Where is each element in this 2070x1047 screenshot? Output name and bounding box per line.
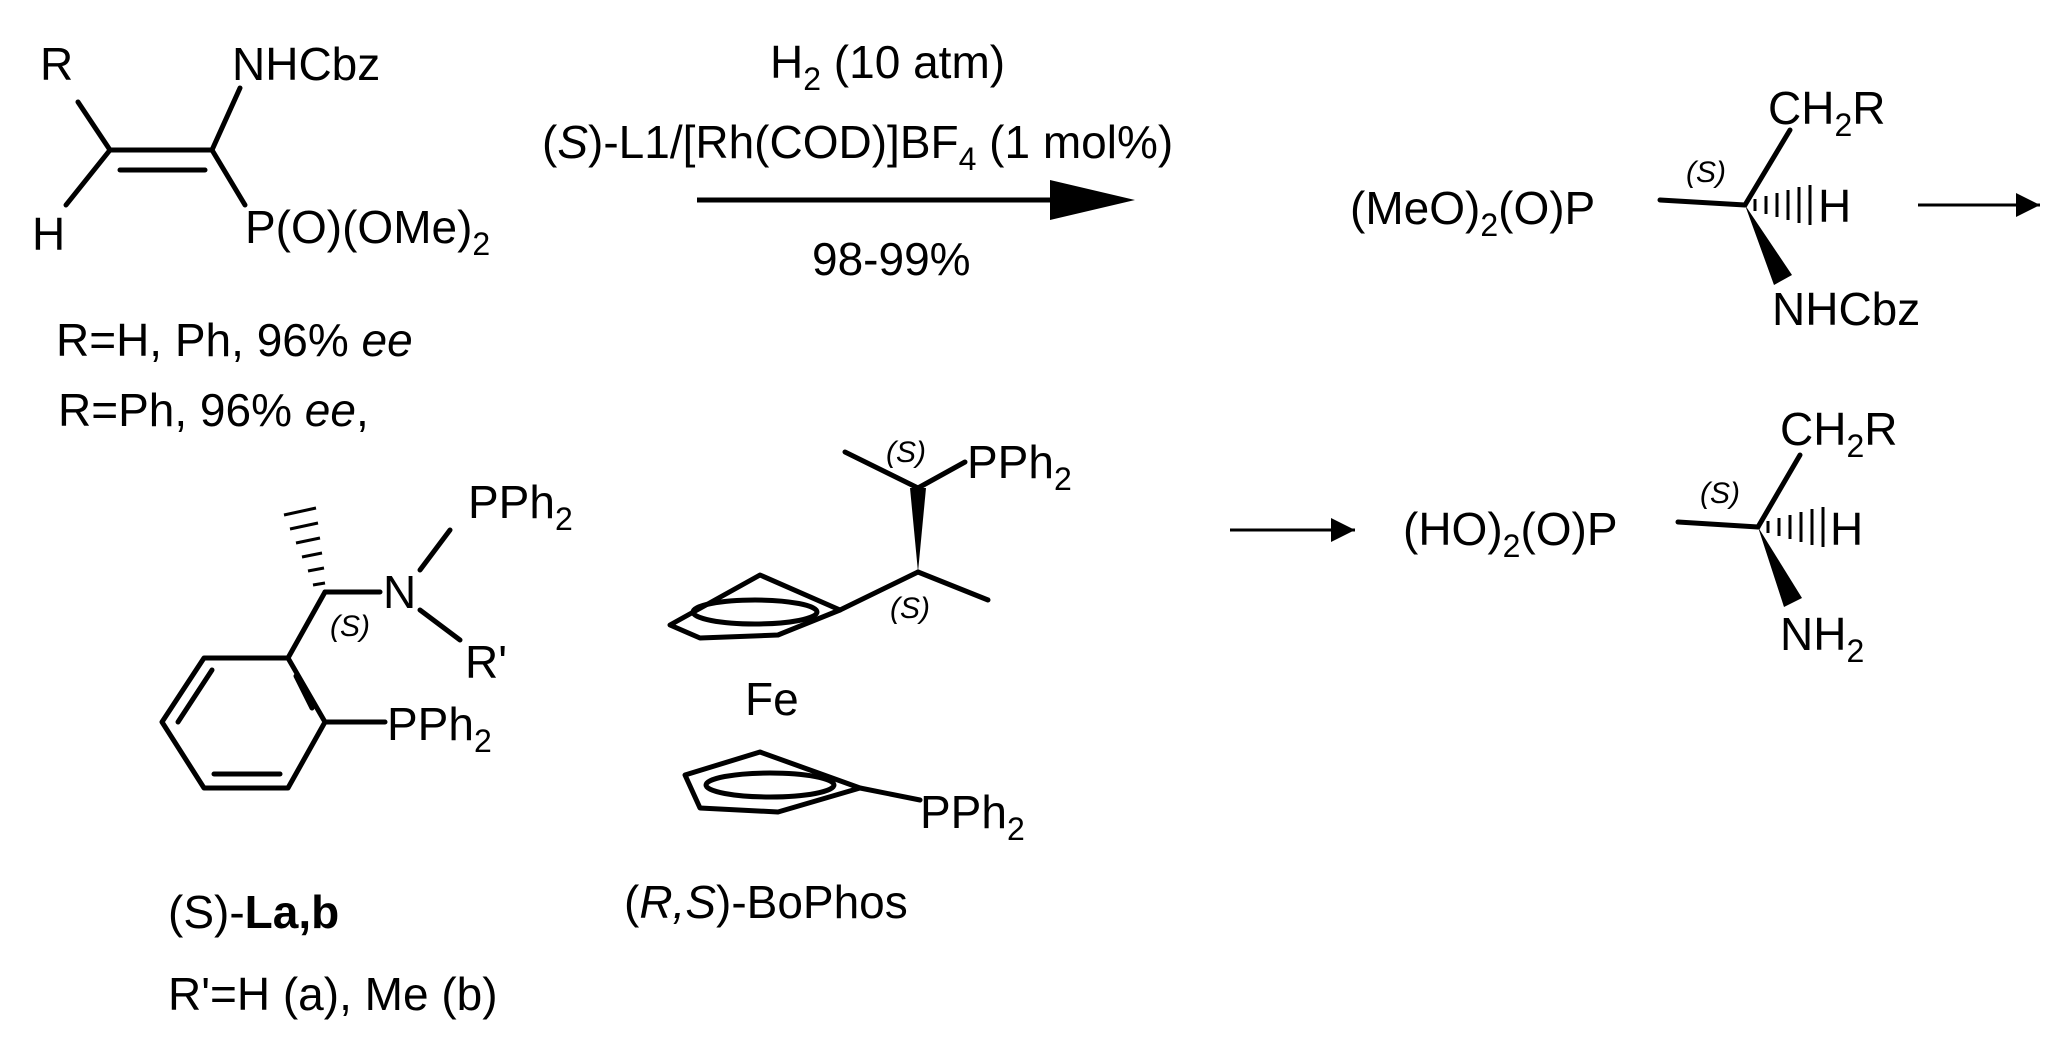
product2-stereo-label: (S)	[1700, 477, 1740, 510]
la-pph2-ring-label: PPh2	[387, 698, 492, 759]
product2-nh2-label: NH2	[1780, 608, 1864, 669]
product2-phosphonic-label: (HO)2(O)P	[1403, 503, 1618, 564]
catalyst-label: (S)-L1/[Rh(COD)]BF4 (1 mol%)	[542, 116, 1173, 177]
la-n-label: N	[383, 566, 416, 618]
la-name-label: (S)-La,b	[168, 886, 339, 938]
product2-ch2r-label: CH2R	[1780, 403, 1897, 464]
bophos-name-label: (R,S)-BoPhos	[624, 876, 908, 928]
substrate-r-label: R	[40, 38, 73, 90]
lower-cp-aromatic	[703, 770, 837, 800]
product1-phosphonate-label: (MeO)2(O)P	[1350, 182, 1595, 243]
ligand-la-structure: PPh2 N R' (S) PPh2 (S)-La,b R'=H (a), Me…	[159, 476, 573, 1020]
product2-h-label: H	[1830, 503, 1863, 555]
product1-ch2r-label: CH2R	[1768, 82, 1885, 143]
la-hashed-methyl	[283, 506, 326, 587]
product-1-structure: (MeO)2(O)P (S) CH2R H NHCbz	[1350, 82, 1920, 335]
product2-wedge-bond	[1758, 527, 1802, 607]
product1-h-label: H	[1818, 180, 1851, 232]
bophos-stereo-low: (S)	[890, 592, 930, 625]
lower-cp-ring	[682, 749, 863, 815]
reaction-conditions: H2 (10 atm) (S)-L1/[Rh(COD)]BF4 (1 mol%)…	[542, 36, 1173, 285]
yield-label: 98-99%	[812, 233, 971, 285]
substrate-structure: R H NHCbz P(O)(OMe)2 R=H, Ph, 96% ee R=P…	[32, 38, 490, 436]
fe-label: Fe	[745, 673, 799, 725]
product1-nhcbz-label: NHCbz	[1772, 283, 1920, 335]
bophos-pph2-top-label: PPh2	[967, 436, 1072, 497]
substrate-h-label: H	[32, 208, 65, 260]
upper-cp-aromatic	[690, 597, 820, 627]
bophos-pph2-cp-label: PPh2	[920, 786, 1025, 847]
product1-wedge-bond	[1745, 205, 1792, 285]
substrate-caption-1: R=H, Ph, 96% ee	[56, 314, 413, 366]
upper-cp-ring	[667, 572, 843, 641]
product-2-structure: (HO)2(O)P (S) CH2R H NH2	[1403, 403, 1897, 669]
product1-stereo-label: (S)	[1686, 156, 1726, 189]
la-stereo-label: (S)	[330, 610, 370, 643]
h2-pressure-label: H2 (10 atm)	[770, 36, 1005, 97]
bophos-stereo-top: (S)	[886, 436, 926, 469]
la-rprime-label: R'	[465, 636, 507, 688]
substrate-phosphonate-label: P(O)(OMe)2	[245, 201, 490, 262]
product2-hashed-bond	[1766, 507, 1825, 547]
product1-hashed-bond	[1753, 185, 1812, 225]
substrate-nhcbz-label: NHCbz	[232, 38, 380, 90]
substrate-caption-2: R=Ph, 96% ee,	[58, 384, 369, 436]
la-caption-label: R'=H (a), Me (b)	[168, 968, 498, 1020]
bophos-wedge-bond	[910, 488, 926, 572]
ligand-bophos-structure: (S) PPh2 (S) Fe PPh2 (R,S)-BoPhos	[624, 436, 1072, 928]
la-pph2-n-label: PPh2	[468, 476, 573, 537]
benzene-ring	[159, 655, 328, 791]
main-arrowhead	[1050, 180, 1135, 220]
